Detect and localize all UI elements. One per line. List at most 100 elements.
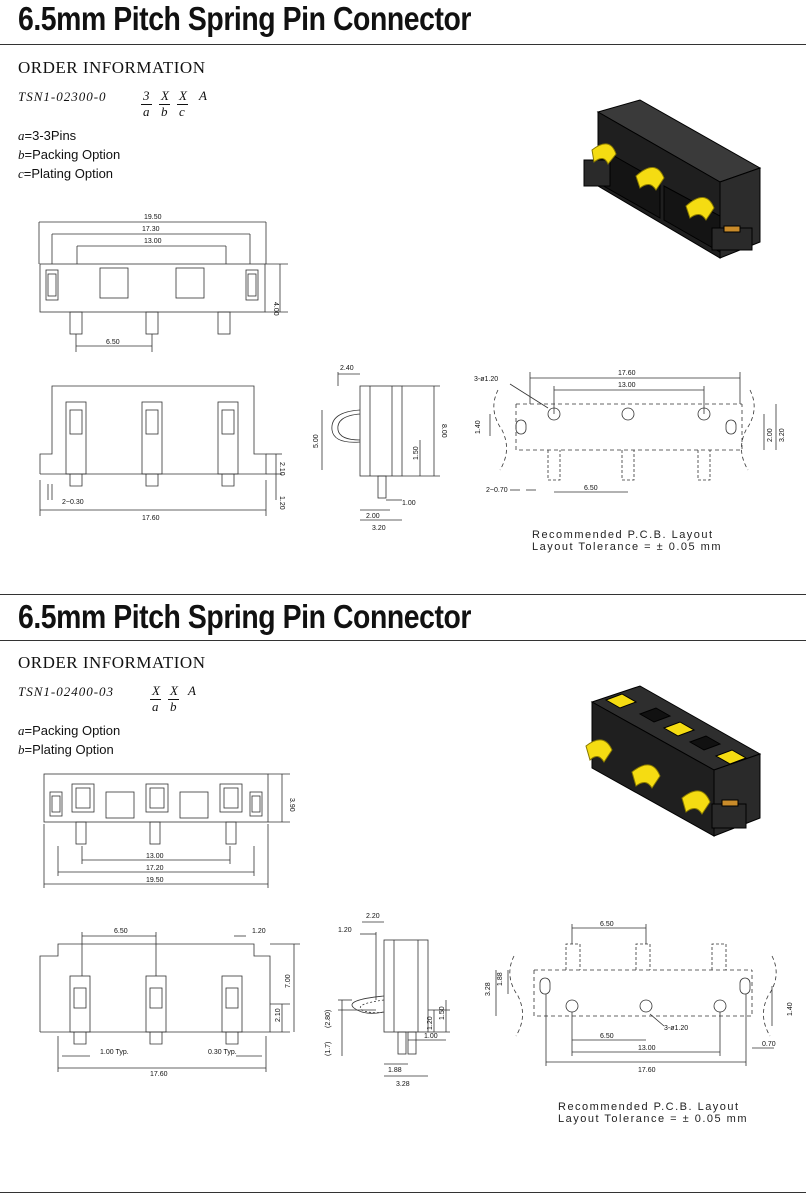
part-number: TSN1-02300-0 [18, 89, 107, 105]
fraction-bar [141, 104, 152, 105]
order-heading: ORDER INFORMATION [18, 653, 206, 672]
dim-label: 2.00 [767, 428, 774, 442]
pcb-layout-drawing: 6.50 1.88 3.28 3-ø1.20 6.50 13.00 17.60 … [485, 921, 794, 1074]
section-title: 6.5mm Pitch Spring Pin Connector [18, 0, 472, 37]
pcb-note: Recommended P.C.B. Layout Layout Toleran… [558, 1101, 749, 1125]
fraction-bar [168, 699, 179, 700]
code-sub: a [152, 699, 159, 714]
dim-label: 1.40 [475, 420, 482, 434]
part-prefix: TSN1-02400-03 [18, 684, 115, 699]
dim-label: 1.20 [252, 928, 266, 935]
front-view-drawing: 2~0.30 17.60 2.10 1.20 [39, 385, 285, 522]
dim-label: 3.28 [396, 1081, 410, 1088]
title-rule [0, 44, 806, 45]
dim-label: (2.80) [325, 1010, 332, 1028]
dim-label: 2~0.70 [486, 487, 508, 494]
section-divider [0, 1192, 806, 1193]
dim-label: 13.00 [144, 238, 162, 245]
dim-label: 5.00 [313, 434, 320, 448]
dim-label: 3.20 [372, 525, 386, 532]
dim-label: 2.10 [275, 1008, 282, 1022]
dim-label: 17.60 [150, 1071, 168, 1078]
option-line: a=Packing Option [18, 723, 121, 738]
dim-label: 17.60 [638, 1067, 656, 1074]
dim-label: 2.00 [366, 513, 380, 520]
code-char: X [170, 683, 178, 698]
dim-label: 3-ø1.20 [474, 376, 498, 383]
top-view-drawing: 3.90 13.00 17.20 19.50 [43, 773, 295, 888]
dim-label: 1.20 [278, 496, 285, 510]
part-number: TSN1-02400-03 [18, 684, 114, 700]
dim-label: 13.00 [146, 853, 164, 860]
pcb-note: Recommended P.C.B. Layout Layout Toleran… [532, 529, 723, 553]
fraction-bar [150, 699, 161, 700]
code-sub: b [161, 104, 168, 119]
code-char: A [199, 88, 207, 103]
section-divider [0, 594, 806, 595]
dim-label: 1.88 [497, 972, 504, 986]
top-view-drawing: 19.50 17.30 13.00 6.50 4.00 [38, 214, 288, 352]
dim-label: 17.30 [142, 226, 160, 233]
dim-label: 2.10 [278, 462, 285, 476]
code-char: A [188, 683, 196, 698]
connector-3d-render [585, 685, 762, 837]
dim-label: 3.28 [485, 982, 492, 996]
dim-label: 4.00 [272, 302, 279, 316]
front-view-drawing: 6.50 1.20 7.00 2.10 1.00 Typ. 0.30 Typ. … [39, 928, 300, 1078]
dim-label: 1.00 Typ. [100, 1049, 129, 1056]
dim-label: 3-ø1.20 [664, 1025, 688, 1032]
dim-label: 6.50 [106, 339, 120, 346]
code-char: 3 [143, 88, 150, 103]
dim-label: 1.40 [787, 1002, 794, 1016]
dim-label: 6.50 [600, 921, 614, 928]
dim-label: 17.60 [142, 515, 160, 522]
option-line: b=Packing Option [18, 147, 121, 162]
code-char: X [152, 683, 160, 698]
dim-label: 0.30 Typ. [208, 1049, 237, 1056]
dim-label: 3.90 [288, 798, 295, 812]
code-char: X [179, 88, 187, 103]
part-prefix: TSN1-02300-0 [18, 89, 107, 104]
pcb-layout-drawing: 17.60 13.00 3-ø1.20 6.50 2~0.70 1.40 2.0… [474, 370, 786, 494]
dim-label: 7.00 [285, 974, 292, 988]
dim-label: 8.00 [440, 424, 447, 438]
fraction-bar [159, 104, 170, 105]
dim-label: 6.50 [114, 928, 128, 935]
dim-label: 0.70 [762, 1041, 776, 1048]
dim-label: 17.60 [618, 370, 636, 377]
option-line: b=Plating Option [18, 742, 114, 757]
dim-label: 1.00 [402, 500, 416, 507]
dim-label: 1.50 [439, 1006, 446, 1020]
dim-label: 1.20 [338, 927, 352, 934]
code-sub: a [143, 104, 150, 119]
dim-label: 19.50 [144, 214, 162, 221]
connector-3d-render [583, 99, 762, 259]
datasheet-section-1: 6.5mm Pitch Spring Pin Connector ORDER I… [0, 0, 806, 596]
title-rule [0, 640, 806, 641]
order-heading: ORDER INFORMATION [18, 58, 206, 77]
dim-label: 17.20 [146, 865, 164, 872]
dim-label: 2.40 [340, 365, 354, 372]
dim-label: 1.88 [388, 1067, 402, 1074]
dim-label: 2.20 [366, 913, 380, 920]
side-view-drawing: 2.40 5.00 8.00 1.50 1.00 2.00 3.20 [313, 365, 447, 532]
option-line: a=3-3Pins [18, 128, 77, 143]
dim-label: 1.50 [413, 446, 420, 460]
code-sub: c [179, 104, 185, 119]
option-line: c=Plating Option [18, 166, 114, 181]
fraction-bar [177, 104, 188, 105]
dim-label: 3.20 [779, 428, 786, 442]
dim-label: 13.00 [618, 382, 636, 389]
code-sub: b [170, 699, 177, 714]
section-title: 6.5mm Pitch Spring Pin Connector [18, 598, 472, 635]
dim-label: 19.50 [146, 877, 164, 884]
datasheet-section-2: 6.5mm Pitch Spring Pin Connector ORDER I… [0, 596, 806, 1193]
code-char: X [161, 88, 169, 103]
side-view-drawing: 2.20 1.20 (2.80) (1.7) 1.20 1.50 1.00 1.… [325, 913, 450, 1088]
dim-label: 2~0.30 [62, 499, 84, 506]
dim-label: 6.50 [600, 1033, 614, 1040]
dim-label: 13.00 [638, 1045, 656, 1052]
dim-label: 1.20 [427, 1016, 434, 1030]
dim-label: (1.7) [325, 1042, 332, 1056]
dim-label: 1.00 [424, 1033, 438, 1040]
